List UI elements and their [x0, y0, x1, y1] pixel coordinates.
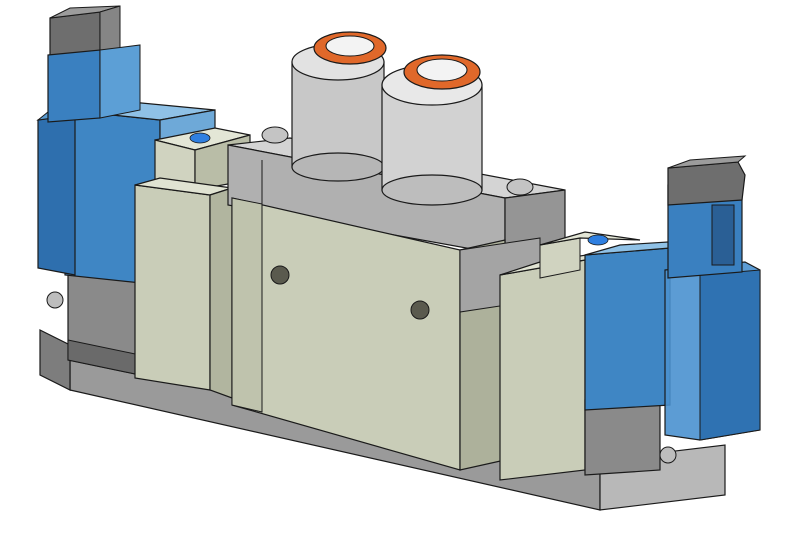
left-coil-cover: [37, 114, 76, 276]
fitting-right-ring-inner: [416, 58, 468, 82]
fitting-left-ring-inner: [325, 35, 375, 57]
left-connector-housing-side: [99, 44, 141, 119]
base-plate-end-left: [39, 329, 71, 391]
fitting-left: [291, 31, 387, 182]
fittings: [261, 31, 534, 206]
left-screw: [46, 291, 64, 309]
right-block-front: [499, 259, 586, 481]
right-connector: [667, 161, 746, 206]
left-connector-housing: [47, 49, 101, 123]
right-indicator-icon: [587, 234, 609, 246]
right-coil-body: [584, 247, 671, 411]
left-indicator-icon: [189, 132, 211, 144]
left-end-block: [134, 127, 251, 399]
screw-head-right: [506, 178, 534, 196]
right-solenoid: [584, 155, 761, 476]
mount-hole-right: [410, 300, 430, 320]
right-coil-cover-face: [699, 269, 761, 441]
fitting-right-base: [381, 174, 483, 206]
fitting-right: [381, 54, 483, 206]
left-block-side: [209, 187, 233, 399]
right-upper-block-top: [539, 231, 641, 246]
fitting-left-base: [291, 152, 385, 182]
right-screw: [659, 446, 677, 464]
screw-head-left: [261, 126, 289, 144]
right-connector-top: [667, 155, 747, 169]
body-front-strip: [231, 197, 263, 413]
right-connector-latch: [711, 204, 735, 266]
left-block-front: [134, 184, 211, 391]
right-end-block: [499, 231, 641, 481]
mount-hole-left: [270, 265, 290, 285]
